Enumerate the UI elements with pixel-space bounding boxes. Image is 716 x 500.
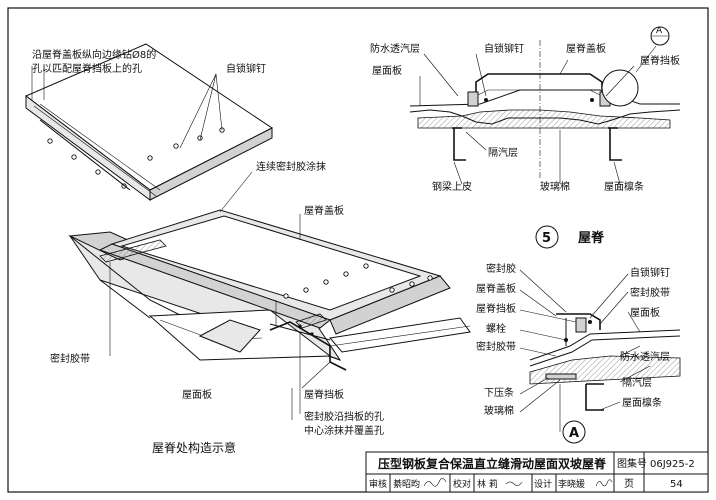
d5-ridge-baffle-label: 屋脊挡板 [640, 54, 680, 67]
d5-vapor-barrier-label: 隔汽层 [488, 146, 518, 159]
dA-vapor-barrier-label: 隔汽层 [622, 376, 652, 389]
leaders-top-left [31, 66, 223, 149]
leaders-main [109, 171, 331, 420]
dA-pressing-strip-label: 下压条 [484, 386, 514, 399]
atlas-label: 图集号 [617, 457, 647, 470]
hole-note-line1: 沿屋脊盖板纵向边缘钻Ø8的 [32, 48, 156, 61]
title-block-title: 压型钢板复合保温直立缝滑动屋面双坡屋脊 [378, 456, 607, 471]
d5-waterproof-label: 防水透汽层 [370, 42, 420, 55]
perspective-caption: 屋脊处构造示意 [152, 440, 236, 455]
title-block [365, 451, 709, 493]
sealant-note-line1: 密封胶沿挡板的孔 [304, 410, 384, 423]
checker-name: 林 莉 [477, 478, 498, 490]
sealing-tape-label: 密封胶带 [50, 352, 90, 365]
d5-ridge-cover-label: 屋脊盖板 [566, 42, 606, 55]
dA-ridge-cover-label: 屋脊盖板 [476, 282, 516, 295]
dA-rivet-label: 自锁铆钉 [630, 266, 670, 279]
d5-purlin-label: 屋面檩条 [604, 180, 644, 193]
reviewer-name: 綦昭昀 [393, 478, 420, 490]
checker-signature [505, 481, 523, 486]
d5-number-circle [535, 225, 559, 249]
roof-panel-label: 屋面板 [182, 388, 212, 401]
d5-glass-wool-label: 玻璃棉 [540, 180, 570, 193]
dA-glass-wool-label: 玻璃棉 [484, 404, 514, 417]
drilled-ridge-cover-strip [25, 43, 273, 201]
leaders-detailA [519, 269, 651, 413]
dA-bolt-label: 螺栓 [486, 322, 506, 335]
dA-roof-panel-label: 屋面板 [630, 306, 660, 319]
detail5-section [409, 26, 681, 180]
atlas-number: 06J925-2 [650, 459, 695, 470]
ridge-baffle-label: 屋脊挡板 [304, 388, 344, 401]
page-label: 页 [624, 478, 634, 490]
dA-ridge-baffle-label: 屋脊挡板 [476, 302, 516, 315]
detailA-section [529, 313, 681, 444]
d5-rivet-label: 自锁铆钉 [484, 42, 524, 55]
self-lock-rivet-label: 自锁铆钉 [226, 62, 266, 75]
ridge-cover-label: 屋脊盖板 [304, 204, 344, 217]
d5-title: 屋脊 [578, 230, 605, 246]
d5-steel-beam-label: 钢梁上皮 [432, 180, 472, 193]
page-number: 54 [670, 479, 683, 490]
leaders-detail5 [419, 53, 635, 185]
design-label: 设计 [534, 478, 552, 490]
designer-name: 李晓媛 [558, 478, 585, 490]
dA-purlin-label: 屋面檩条 [622, 396, 662, 409]
dA-sealing-tape-label: 密封胶带 [476, 340, 516, 353]
dA-callout-letter: A [569, 426, 579, 441]
designer-signature [595, 479, 613, 487]
dA-sealant-label: 密封胶 [486, 262, 516, 275]
ridge-assembly [68, 209, 471, 371]
d5-callout-letter: A [656, 26, 663, 36]
review-label: 审核 [369, 478, 387, 490]
check-label: 校对 [453, 478, 471, 490]
sealant-note-line2: 中心涂抹并覆盖孔 [304, 424, 384, 437]
continuous-sealant-label: 连续密封胶涂抹 [256, 160, 326, 173]
sheet-border [7, 7, 709, 493]
dA-sealing-tape-right-label: 密封胶带 [630, 286, 670, 299]
d5-roof-panel-label: 屋面板 [372, 64, 402, 77]
hole-note-line2: 孔以匹配屋脊挡板上的孔 [32, 62, 142, 75]
reviewer-signature [423, 478, 447, 487]
d5-number: 5 [542, 231, 551, 246]
dA-waterproof-label: 防水透汽层 [620, 350, 670, 363]
